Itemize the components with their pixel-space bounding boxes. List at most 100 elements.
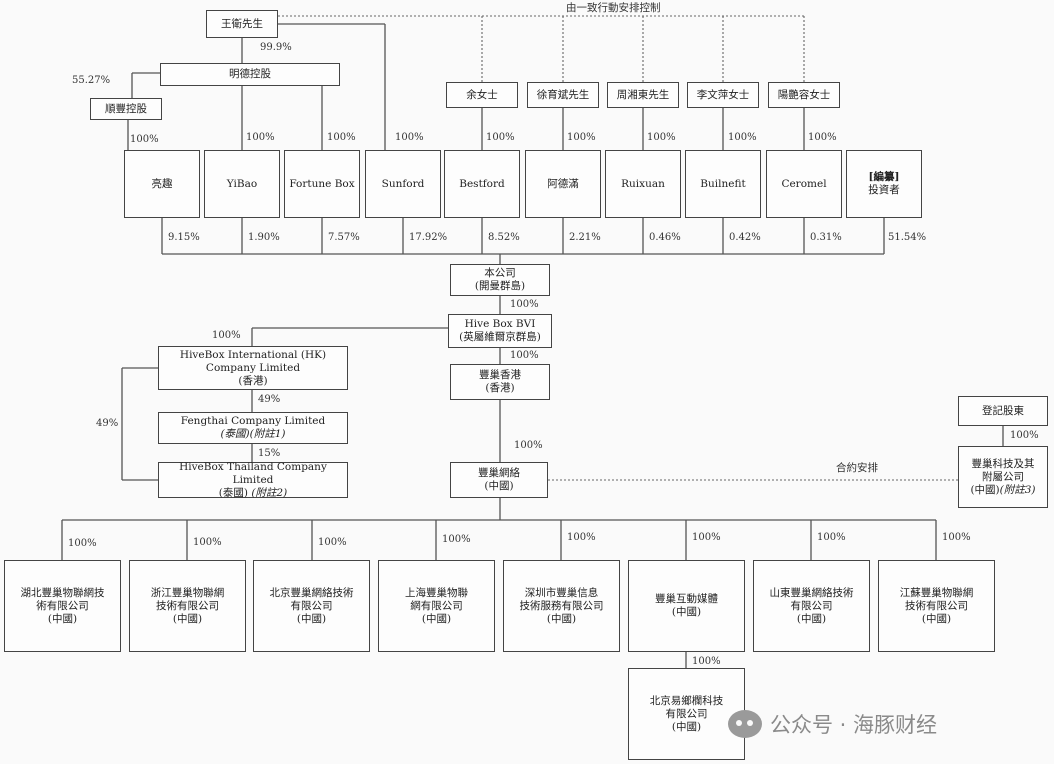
pct-own: 100% [486, 132, 515, 143]
company-place: (開曼群島) [474, 280, 526, 292]
pct-own: 100% [395, 132, 424, 143]
pct-hk-network: 100% [514, 440, 543, 451]
individual-box: 余女士 [446, 82, 518, 108]
pct-subsidiary: 100% [692, 532, 721, 543]
shareholder-label: 亮趣 [151, 177, 173, 190]
subsidiary-line2: 網有限公司 [410, 599, 463, 612]
subsidiary-line1: 上海豐巢物聯 [405, 586, 468, 599]
individual-label: 陽艷容女士 [777, 88, 831, 101]
thailand-note: (附註2) [251, 486, 288, 499]
subsidiary-box: 上海豐巢物聯 網有限公司 (中國) [378, 560, 495, 652]
shareholder-label: YiBao [226, 177, 258, 190]
shareholder-box: Fortune Box [284, 150, 360, 218]
hk-box: 豐巢香港 (香港) [450, 364, 550, 400]
individual-label: 李文萍女士 [696, 88, 750, 101]
subsidiary-line1: 深圳市豐巢信息 [524, 586, 599, 599]
wang-wei-box: 王衛先生 [206, 10, 278, 38]
beijing-place: (中國) [671, 720, 702, 733]
shunfeng-label: 順豐控股 [105, 102, 147, 115]
shareholder-box: Ceromel [766, 150, 842, 218]
subsidiary-box: 山東豐巢網絡技術 有限公司 (中國) [753, 560, 870, 652]
hivebox-hk-line2: Company Limited [205, 361, 301, 374]
company-label: 本公司 [484, 267, 516, 279]
pct-subsidiary: 100% [942, 532, 971, 543]
shareholder-box: 亮趣 [124, 150, 200, 218]
hivebox-hk-box: HiveBox International (HK) Company Limit… [158, 346, 348, 390]
subsidiary-line2: 有限公司 [790, 599, 833, 612]
pct-holding: 2.21% [569, 232, 601, 243]
pct-subsidiary: 100% [68, 538, 97, 549]
subsidiary-place: (中國) [47, 612, 78, 625]
pct-bvi-hivehk: 100% [212, 330, 241, 341]
registered-label: 登記股東 [982, 404, 1024, 417]
pct-bvi-hk: 100% [510, 350, 539, 361]
subsidiary-line1: 浙江豐巢物聯網 [150, 586, 225, 599]
shareholder-box: 阿德滿 [525, 150, 601, 218]
shareholder-box: Sunford [365, 150, 441, 218]
contractual-label: 合約安排 [836, 462, 878, 474]
bvi-place: (英屬維爾京群島) [459, 331, 541, 343]
investor-label: 投資者 [868, 184, 900, 196]
subsidiary-line2: 有限公司 [290, 599, 333, 612]
company-box: 本公司 (開曼群島) [450, 264, 550, 296]
pct-own: 100% [728, 132, 757, 143]
hivebox-hk-line1: HiveBox International (HK) [179, 348, 327, 361]
individual-box: 周湘東先生 [607, 82, 679, 108]
pct-wang-mingde: 99.9% [260, 42, 292, 53]
subsidiary-line1: 豐巢互動媒體 [655, 593, 718, 605]
pct-own: 100% [567, 132, 596, 143]
subsidiary-box: 浙江豐巢物聯網 技術有限公司 (中國) [129, 560, 246, 652]
prc-place: (中國) [970, 483, 1000, 496]
investor-box: [編纂] 投資者 [846, 150, 922, 218]
investor-tag: [編纂] [868, 171, 900, 183]
subsidiary-place: (中國) [421, 612, 452, 625]
subsidiary-line1: 江蘇豐巢物聯網 [899, 586, 974, 599]
pct-own: 100% [327, 132, 356, 143]
pct-company-bvi: 100% [510, 299, 539, 310]
mingde-box: 明德控股 [160, 63, 340, 86]
shareholder-label: Sunford [381, 177, 425, 190]
subsidiary-line1: 湖北豐巢物聯網技 [20, 586, 105, 599]
pct-subsidiary: 100% [567, 532, 596, 543]
pct-own: 100% [808, 132, 837, 143]
subsidiary-line2: 技術有限公司 [156, 599, 219, 612]
shareholder-box: YiBao [204, 150, 280, 218]
mingde-label: 明德控股 [229, 68, 271, 80]
prc-entity-box: 豐巢科技及其 附屬公司 (中國)(附註3) [958, 446, 1048, 508]
shareholder-label: Fortune Box [289, 177, 355, 190]
pct-own: 100% [647, 132, 676, 143]
concert-party-note: 由一致行動安排控制 [566, 2, 661, 14]
individual-box: 李文萍女士 [687, 82, 759, 108]
subsidiary-box: 豐巢互動媒體 (中國) [628, 560, 745, 652]
subsidiary-box: 深圳市豐巢信息 技術服務有限公司 (中國) [503, 560, 620, 652]
shareholder-box: Ruixuan [605, 150, 681, 218]
subsidiary-place: (中國) [921, 612, 952, 625]
pct-holding: 8.52% [488, 232, 520, 243]
thailand-place: (泰國) [218, 486, 248, 499]
hivebox-hk-place: (香港) [238, 374, 268, 387]
watermark-text: 公众号 · 海豚财经 [770, 713, 938, 737]
subsidiary-line1: 北京豐巢網絡技術 [269, 586, 354, 599]
watermark: 公众号 · 海豚财经 [728, 704, 1028, 744]
prc-note: (附註3) [999, 483, 1036, 496]
pct-holding: 9.15% [168, 232, 200, 243]
wechat-icon [728, 710, 762, 738]
network-box: 豐巢網絡 (中國) [450, 462, 548, 498]
pct-holding: 0.46% [649, 232, 681, 243]
pct-holding: 51.54% [888, 232, 927, 243]
subsidiary-line2: 術有限公司 [36, 599, 89, 612]
pct-own: 100% [130, 134, 159, 145]
beijing-line2: 有限公司 [665, 707, 708, 720]
shareholder-label: Builnefit [700, 177, 746, 190]
pct-interactive-beijing: 100% [692, 656, 721, 667]
registered-box: 登記股東 [958, 396, 1048, 426]
thailand-box: HiveBox Thailand Company Limited (泰國) (附… [158, 461, 348, 499]
individual-label: 徐育斌先生 [536, 88, 590, 101]
pct-own: 100% [246, 132, 275, 143]
wang-wei-label: 王衛先生 [221, 17, 263, 30]
subsidiary-box: 江蘇豐巢物聯網 技術有限公司 (中國) [878, 560, 995, 652]
pct-holding: 7.57% [328, 232, 360, 243]
hk-place: (香港) [485, 382, 515, 394]
fengthai-place: (泰國) [220, 428, 250, 440]
